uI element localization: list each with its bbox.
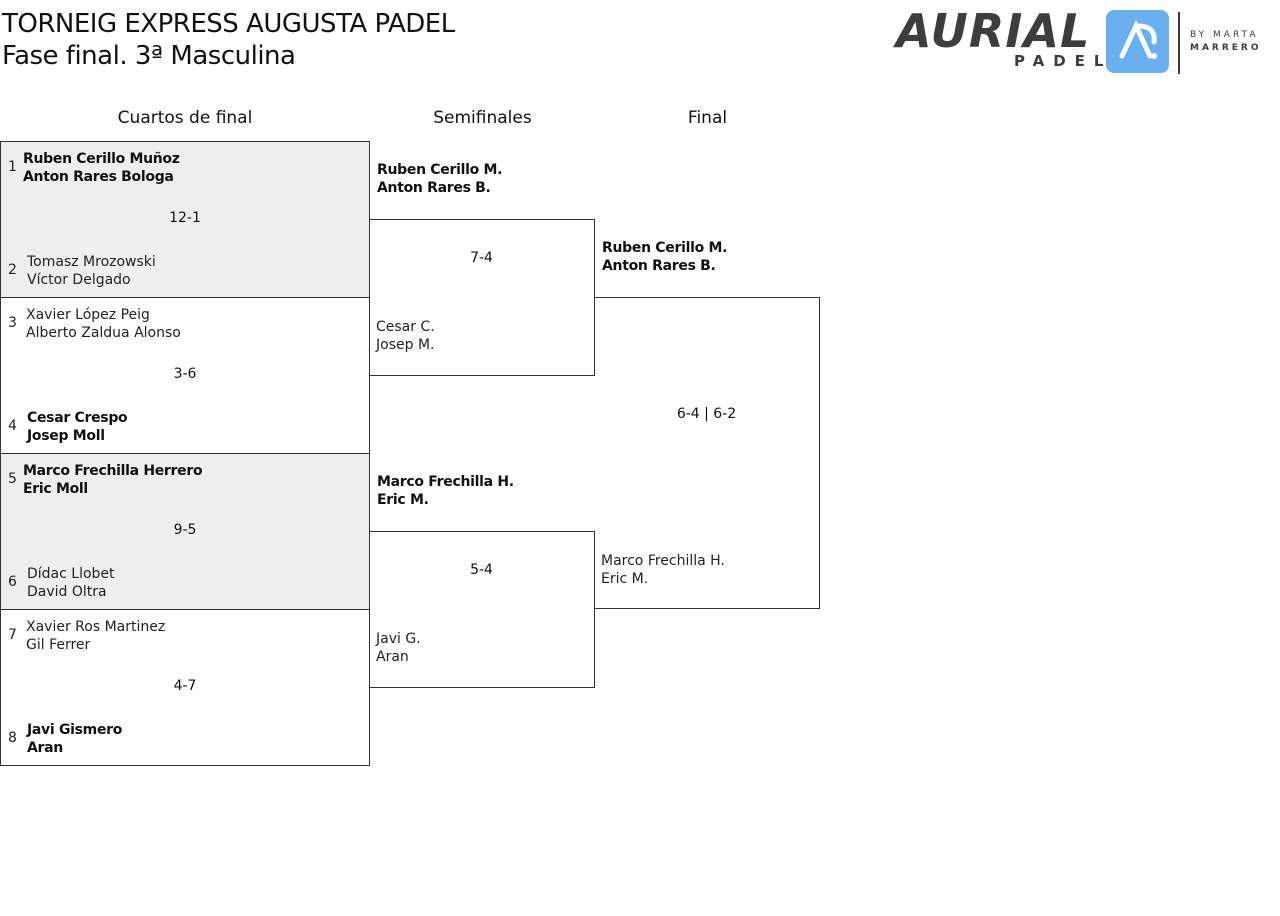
seed-number: 3 bbox=[8, 315, 17, 331]
player-name: Dídac Llobet bbox=[27, 566, 115, 582]
team-2: Cesar C. Josep M. bbox=[376, 318, 435, 354]
match-score: 5-4 bbox=[470, 562, 493, 578]
player-name: Cesar Crespo bbox=[27, 410, 128, 426]
player-name: Ruben Cerillo M. bbox=[377, 162, 503, 178]
team-1: Marco Frechilla H. Eric M. bbox=[377, 473, 514, 509]
seed-number: 5 bbox=[8, 471, 17, 487]
round-header-semifinals: Semifinales bbox=[433, 108, 532, 128]
round-header-quarterfinals: Cuartos de final bbox=[117, 108, 253, 128]
match-score: 9-5 bbox=[173, 522, 197, 538]
seed-number: 1 bbox=[8, 159, 17, 175]
player-name: Marco Frechilla H. bbox=[601, 553, 725, 569]
logo-divider bbox=[1178, 12, 1180, 74]
player-name: Ruben Cerillo Muñoz bbox=[23, 151, 180, 167]
player-name: Alberto Zaldua Alonso bbox=[26, 325, 181, 341]
player-name: Anton Rares B. bbox=[377, 180, 491, 196]
aurial-logo: AURIAL PADEL BY MARTA MARRERO bbox=[896, 4, 1272, 74]
team-1: Ruben Cerillo M. Anton Rares B. bbox=[602, 239, 727, 275]
team-2: Javi G. Aran bbox=[376, 630, 421, 666]
player-name: Eric Moll bbox=[23, 481, 88, 497]
player-name: Eric M. bbox=[601, 571, 649, 587]
match-score: 6-4 | 6-2 bbox=[676, 406, 737, 422]
match-score: 4-7 bbox=[173, 678, 197, 694]
player-name: Anton Rares B. bbox=[602, 258, 716, 274]
seed-number: 6 bbox=[8, 574, 17, 590]
player-name: Cesar C. bbox=[376, 319, 435, 335]
player-name: Aran bbox=[27, 740, 63, 756]
player-name: Gil Ferrer bbox=[26, 637, 91, 653]
logo-badge-icon bbox=[1106, 10, 1169, 73]
player-name: Víctor Delgado bbox=[27, 272, 131, 288]
seed-number: 8 bbox=[8, 730, 17, 746]
player-name: Anton Rares Bologa bbox=[23, 169, 174, 185]
player-name: Javi G. bbox=[376, 631, 421, 647]
player-name: David Oltra bbox=[27, 584, 107, 600]
ap-mark-icon bbox=[1119, 20, 1157, 59]
player-name: Marco Frechilla H. bbox=[377, 474, 514, 490]
player-name: Marco Frechilla Herrero bbox=[23, 463, 203, 479]
player-name: Javi Gismero bbox=[27, 722, 123, 738]
tournament-title: TORNEIG EXPRESS AUGUSTA PADEL Fase final… bbox=[2, 9, 455, 71]
player-name: Ruben Cerillo M. bbox=[602, 240, 728, 256]
round-header-final: Final bbox=[687, 108, 728, 128]
team-2: Marco Frechilla H. Eric M. bbox=[601, 552, 725, 588]
player-name: Josep M. bbox=[376, 337, 435, 353]
player-name: Xavier Ros Martinez bbox=[26, 619, 166, 635]
match-score: 7-4 bbox=[470, 250, 493, 266]
match-score: 12-1 bbox=[169, 210, 201, 226]
seed-number: 2 bbox=[8, 262, 17, 278]
player-name: Xavier López Peig bbox=[26, 307, 150, 323]
match-score: 3-6 bbox=[173, 366, 197, 382]
player-name: Aran bbox=[376, 649, 409, 665]
seed-number: 7 bbox=[8, 627, 17, 643]
seed-number: 4 bbox=[8, 418, 17, 434]
team-1: Ruben Cerillo M. Anton Rares B. bbox=[377, 161, 502, 197]
player-name: Josep Moll bbox=[27, 428, 105, 444]
player-name: Eric M. bbox=[377, 492, 429, 508]
player-name: Tomasz Mrozowski bbox=[27, 254, 156, 270]
